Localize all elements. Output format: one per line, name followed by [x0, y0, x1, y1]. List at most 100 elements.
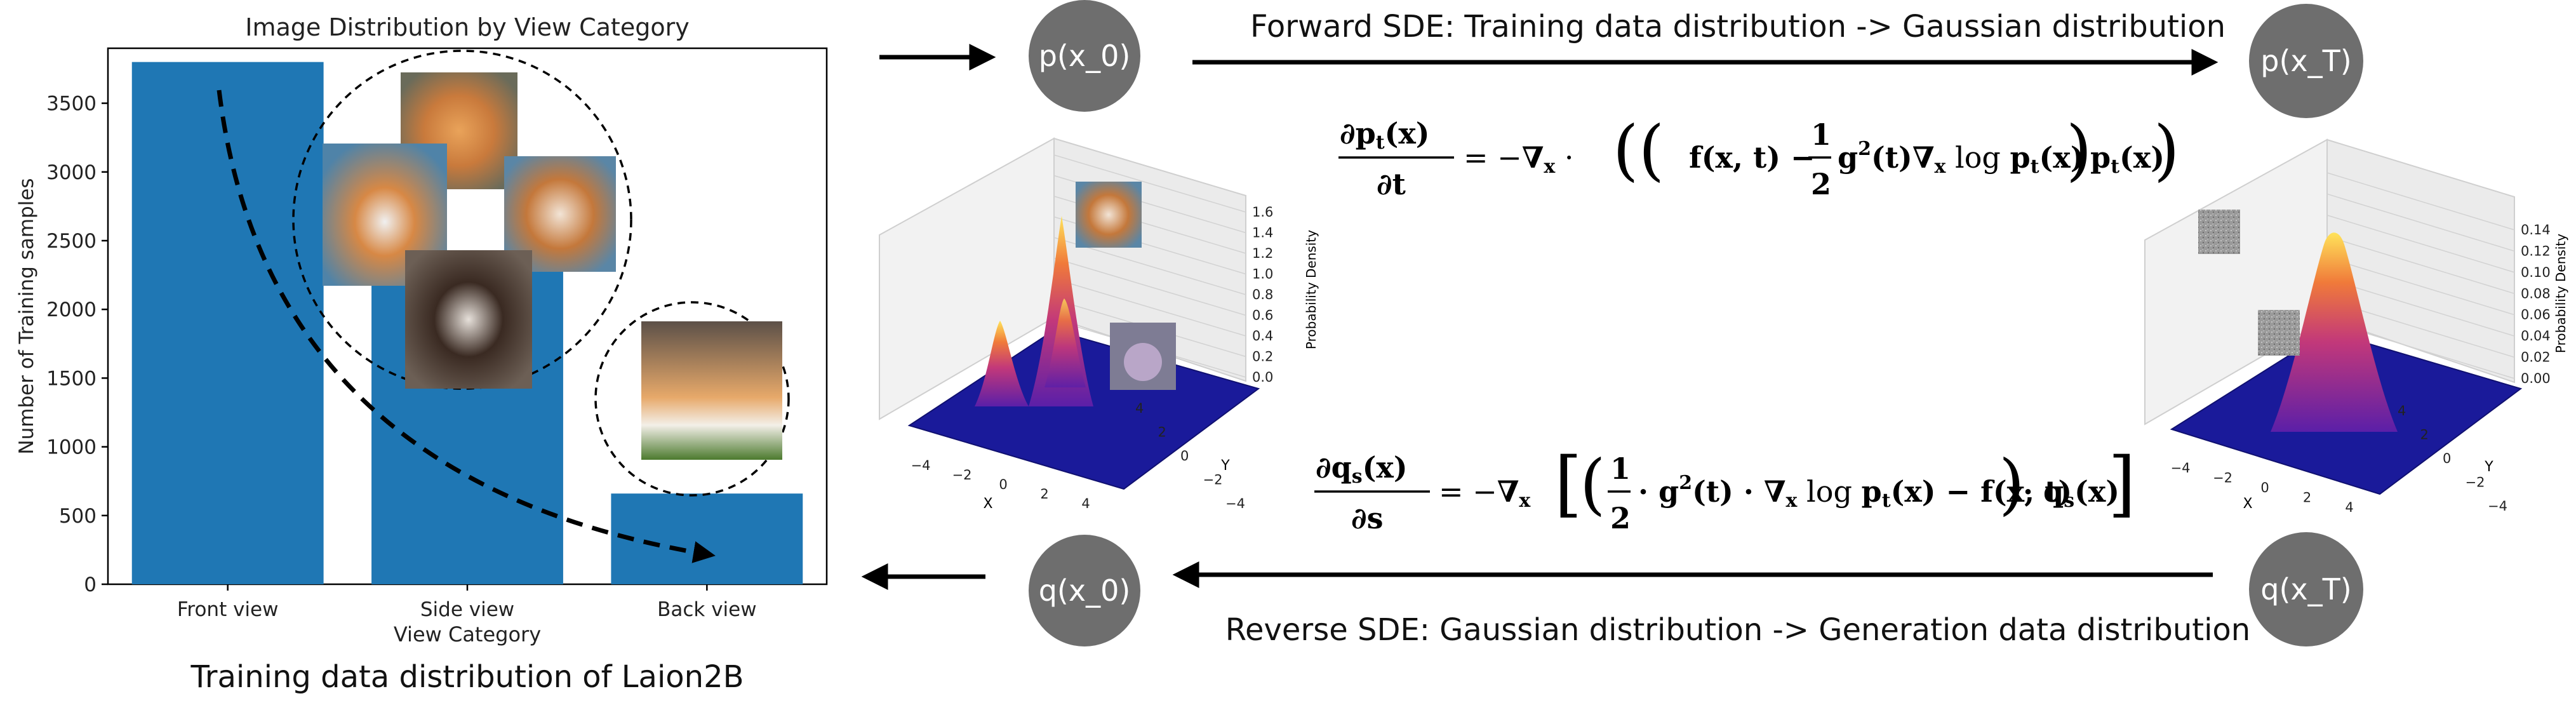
- left-density-peak-1: [975, 321, 1029, 406]
- left-z-tick-6: 1.2: [1252, 246, 1273, 261]
- reverse-sde-label: Reverse SDE: Gaussian distribution -> Ge…: [1225, 612, 2250, 648]
- node-p0: p(x_0): [1029, 0, 1140, 112]
- right-x-tick-1: −2: [2213, 471, 2232, 486]
- right-thumb-noise-lower: [2258, 310, 2300, 356]
- corgi-photo-bottom: [405, 250, 532, 389]
- svg-text:= −∇x ·: = −∇x ·: [1464, 140, 1574, 178]
- left-y-axis-label: Y: [1220, 458, 1230, 474]
- svg-text:∂qs(x): ∂qs(x): [1316, 450, 1408, 488]
- right-x-tick-2: 0: [2260, 480, 2269, 495]
- right-z-tick-2: 0.04: [2521, 328, 2551, 344]
- node-p0-label: p(x_0): [1039, 39, 1131, 73]
- right-z-tick-6: 0.12: [2521, 243, 2551, 258]
- svg-text:∂s: ∂s: [1351, 501, 1383, 535]
- bar-back-view: [611, 493, 803, 584]
- svg-text:[: [: [1554, 443, 1582, 525]
- right-grid-line-6: [2326, 193, 2515, 252]
- right-z-ticks: 0.000.020.040.060.080.100.120.14: [2521, 222, 2551, 386]
- chart-title: Image Distribution by View Category: [245, 13, 689, 41]
- left-z-tick-1: 0.2: [1252, 349, 1273, 365]
- right-x-tick-0: −4: [2171, 460, 2191, 476]
- dashed-trend-arrow: [217, 90, 716, 563]
- left-y-tick-2: 0: [1180, 448, 1189, 464]
- svg-text:pt(x): pt(x): [2090, 140, 2165, 178]
- right-grid-line-7: [2326, 172, 2515, 231]
- right-y-axis-label: Y: [2484, 459, 2493, 475]
- left-y-ticks: 420−2−4: [1135, 401, 1245, 511]
- right-y-tick-1: 2: [2420, 427, 2429, 443]
- y-tick-label-3: 1500: [46, 367, 97, 390]
- left-grid-line-3: [1053, 257, 1246, 316]
- svg-text:2: 2: [1610, 501, 1631, 535]
- left-z-tick-3: 0.6: [1252, 308, 1273, 323]
- svg-text:1: 1: [1811, 117, 1831, 152]
- left-z-tick-4: 0.8: [1252, 287, 1273, 302]
- x-tick-label-0: Front view: [177, 598, 279, 621]
- right-x-axis-label: X: [2243, 496, 2252, 512]
- left-thumb-corgi-top: [1076, 182, 1142, 248]
- left-grid-line-8: [1053, 154, 1246, 213]
- y-axis-label: Number of Training samples: [15, 178, 38, 454]
- svg-text:· g2(t) · ∇x log pt(x) − f(x,: · g2(t) · ∇x log pt(x) − f(x, t): [1638, 472, 2072, 512]
- dashed-circle-back: [594, 301, 790, 497]
- left-x-tick-2: 0: [999, 477, 1007, 492]
- left-x-tick-0: −4: [911, 458, 931, 473]
- left-x-ticks: −4 −2 0 2 4: [911, 458, 1090, 511]
- left-thumb-dog-shape: [1124, 343, 1162, 381]
- right-z-tick-7: 0.14: [2521, 222, 2551, 238]
- svg-text:g2(t)∇x log pt(x): g2(t)∇x log pt(x): [1838, 138, 2084, 178]
- x-axis-label: View Category: [394, 622, 541, 646]
- forward-sde-equation: ∂pt(x) ∂t = −∇x · (( f(x, t) − 1 2 g2(t)…: [1338, 111, 2180, 201]
- svg-text:∂pt(x): ∂pt(x): [1340, 116, 1430, 154]
- svg-text:1: 1: [1610, 452, 1631, 486]
- svg-text:): ): [2154, 111, 2180, 189]
- left-z-tick-0: 0.0: [1252, 370, 1273, 385]
- left-x-tick-4: 4: [1081, 496, 1090, 511]
- chart-caption: Training data distribution of Laion2B: [190, 659, 744, 695]
- svg-text:): ): [1999, 445, 2025, 523]
- left-y-tick-3: −2: [1203, 472, 1223, 488]
- left-z-tick-7: 1.4: [1252, 225, 1273, 241]
- x-tick-label-1: Side view: [420, 598, 514, 621]
- node-qT-label: q(x_T): [2260, 572, 2351, 606]
- right-z-tick-1: 0.02: [2521, 350, 2551, 365]
- svg-text:2: 2: [1811, 167, 1831, 201]
- left-y-tick-4: −4: [1225, 496, 1245, 511]
- right-grid-line-4: [2326, 236, 2515, 295]
- left-grid-line-2: [1053, 278, 1246, 337]
- svg-text:): ): [2066, 111, 2092, 189]
- svg-text:((: ((: [1613, 111, 1664, 189]
- reverse-sde-equation: ∂qs(x) ∂s = −∇x [ ( 1 2 · g2(t) · ∇x log…: [1314, 443, 2136, 535]
- svg-text:f(x, t) −: f(x, t) −: [1689, 140, 1815, 175]
- right-z-tick-4: 0.08: [2521, 286, 2551, 301]
- right-grid-line-3: [2326, 257, 2515, 316]
- y-tick-label-7: 3500: [46, 93, 97, 116]
- left-x-tick-1: −2: [952, 467, 972, 483]
- dashed-circle-front-side: [292, 50, 632, 390]
- svg-text:(: (: [1580, 445, 1606, 523]
- right-y-tick-0: 4: [2398, 403, 2406, 418]
- y-tick-label-6: 3000: [46, 161, 97, 184]
- y-tick-label-2: 1000: [46, 436, 97, 459]
- right-y-tick-3: −2: [2466, 475, 2485, 490]
- right-density-gaussian-peak: [2271, 232, 2398, 432]
- left-z-axis-label: Probability Density: [1304, 230, 1319, 349]
- svg-text:∂t: ∂t: [1377, 167, 1406, 201]
- node-pT: p(x_T): [2249, 4, 2363, 118]
- node-q0-label: q(x_0): [1039, 573, 1131, 608]
- y-tick-label-0: 0: [84, 573, 97, 596]
- right-x-tick-3: 2: [2303, 490, 2311, 505]
- left-y-tick-0: 4: [1135, 401, 1144, 416]
- left-z-tick-8: 1.6: [1252, 204, 1273, 220]
- right-y-tick-4: −4: [2488, 499, 2507, 514]
- y-tick-label-4: 2000: [46, 298, 97, 321]
- node-pT-label: p(x_T): [2260, 44, 2351, 78]
- left-z-ticks: 0.00.20.40.60.81.01.21.41.6: [1252, 204, 1273, 385]
- left-x-tick-3: 2: [1040, 486, 1048, 502]
- left-x-axis-label: X: [983, 496, 992, 512]
- left-z-tick-2: 0.4: [1252, 328, 1273, 344]
- right-grid-line-5: [2326, 215, 2515, 273]
